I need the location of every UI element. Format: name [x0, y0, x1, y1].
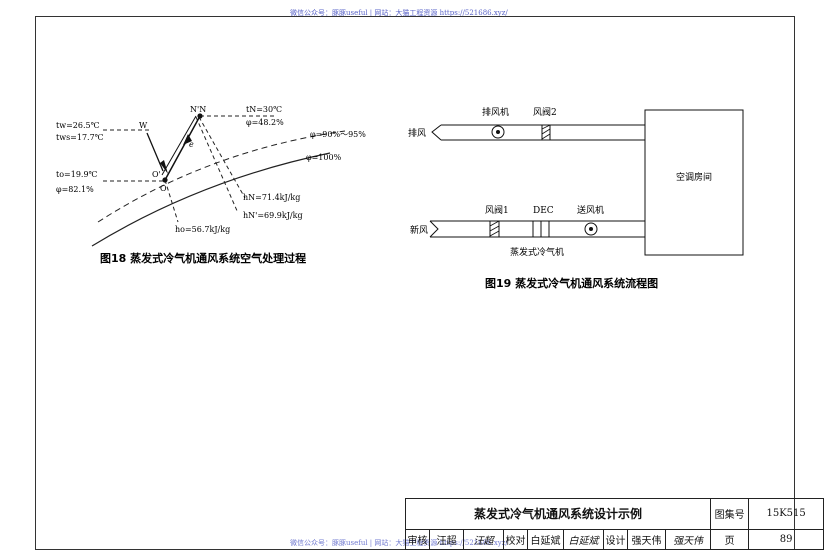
- design-label: 设计: [603, 528, 628, 551]
- check-label: 校对: [503, 528, 528, 551]
- review-name: 汪超: [429, 528, 464, 551]
- label-to: to=19.9℃: [56, 170, 98, 179]
- supply-fan-icon: [584, 222, 598, 236]
- page-label: 页: [710, 528, 750, 551]
- room-label: 空调房间: [676, 171, 712, 183]
- supply-fan-hub: [589, 227, 593, 231]
- damper-2-hatch: [541, 124, 551, 140]
- label-n: N'N: [190, 105, 206, 114]
- label-phi-100: φ=100%: [306, 153, 342, 162]
- label-fresh-air: 新风: [410, 224, 428, 236]
- watermark-top: 微信公众号：豚豚useful | 网站：大猫工程资源 https://52168…: [290, 9, 508, 17]
- exhaust-fan-hub: [496, 130, 500, 134]
- label-damper-2: 风阀2: [533, 107, 557, 118]
- fresh-air-inlet: [429, 220, 439, 238]
- label-tw: tw=26.5℃: [56, 121, 100, 130]
- atlas-number: 15K515: [748, 498, 824, 530]
- check-signature: 白延斌: [563, 528, 604, 551]
- watermark-bottom: 微信公众号：豚豚useful | 网站：大猫工程资源 https://52168…: [290, 539, 508, 547]
- label-evap-cooler: 蒸发式冷气机: [510, 246, 564, 258]
- label-supply-fan: 送风机: [577, 204, 604, 216]
- design-name: 强天伟: [627, 528, 666, 551]
- process-n-to-o-prime: [161, 115, 197, 176]
- damper-1-hatch: [489, 220, 500, 237]
- point-o: [162, 177, 168, 183]
- review-label: 审核: [405, 528, 430, 551]
- exhaust-outlet-arrow: [431, 124, 442, 141]
- label-e: e: [189, 140, 194, 149]
- label-phi-range: φ=90%～95%: [310, 130, 366, 139]
- figure-18-psychrometric-chart: tw=26.5℃ tws=17.7℃ to=19.9℃ φ=82.1% W N'…: [56, 105, 366, 265]
- review-signature: 汪超: [463, 528, 504, 551]
- enthalpy-line-ho: [164, 179, 179, 223]
- check-name: 白延斌: [527, 528, 564, 551]
- label-w: W: [139, 121, 148, 130]
- figure-19-caption: 图19 蒸发式冷气机通风系统流程图: [485, 276, 658, 290]
- label-o: O: [160, 184, 167, 193]
- title-block: 蒸发式冷气机通风系统设计示例 图集号 15K515 审核 汪超 汪超 校对 白延…: [404, 498, 824, 551]
- exhaust-fan-icon: [491, 125, 505, 139]
- label-hn-prime: hN'=69.9kJ/kg: [243, 211, 303, 220]
- label-hn: hN=71.4kJ/kg: [243, 193, 300, 202]
- label-ho: ho=56.7kJ/kg: [175, 225, 230, 234]
- figure-19-flow-diagram: 空调房间 排风机 风阀2 排风 风阀1 DEC 送风机 新风 蒸发式冷气机 图1…: [408, 106, 744, 290]
- damper-2-icon: [541, 124, 551, 141]
- design-signature: 强天伟: [664, 528, 712, 551]
- page-number: 89: [748, 528, 824, 551]
- enthalpy-line-hn: [198, 116, 246, 199]
- label-tn: tN=30℃: [246, 105, 282, 114]
- label-phi-n: φ=48.2%: [246, 118, 284, 127]
- arrow-o-n: [183, 134, 192, 145]
- label-phi-o: φ=82.1%: [56, 185, 94, 194]
- damper-1-icon: [489, 220, 500, 238]
- process-w-to-o: [146, 132, 164, 172]
- drawing-title: 蒸发式冷气机通风系统设计示例: [404, 498, 712, 530]
- arrow-w-o: [160, 160, 168, 174]
- label-dec: DEC: [533, 206, 554, 216]
- point-n: [197, 113, 203, 119]
- room-box: [644, 109, 744, 256]
- figure-18-caption: 图18 蒸发式冷气机通风系统空气处理过程: [100, 251, 306, 265]
- phi-100-curve: [91, 152, 331, 247]
- label-o-prime: O': [152, 170, 161, 179]
- drawing-frame: [35, 16, 795, 550]
- drawing-page: 微信公众号：豚豚useful | 网站：大猫工程资源 https://52168…: [35, 9, 824, 551]
- atlas-number-label: 图集号: [710, 498, 750, 530]
- label-exhaust-fan: 排风机: [482, 106, 509, 118]
- label-damper-1: 风阀1: [485, 205, 509, 216]
- process-o-to-n: [164, 115, 201, 181]
- enthalpy-line-hn-prime: [195, 116, 239, 214]
- label-tws: tws=17.7℃: [56, 133, 104, 142]
- label-exhaust-air: 排风: [408, 127, 426, 139]
